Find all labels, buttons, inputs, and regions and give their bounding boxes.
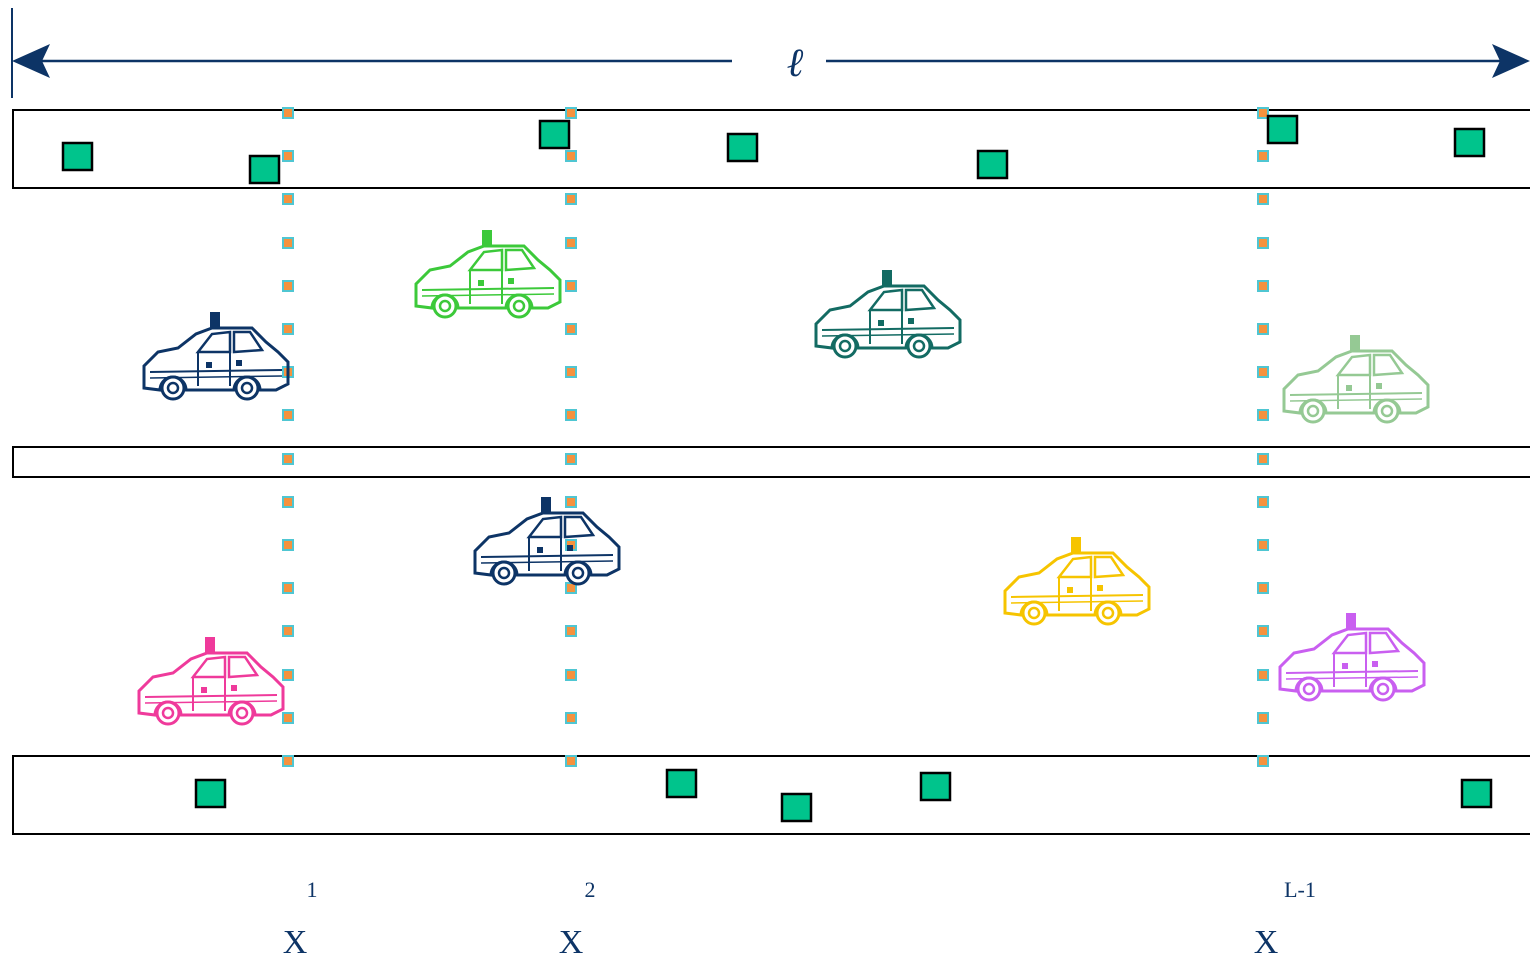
divider-dot	[565, 712, 577, 724]
roadside-unit-icon	[919, 771, 952, 802]
divider-dot	[282, 755, 294, 767]
divider-dot	[1257, 712, 1269, 724]
roadside-unit-icon	[1266, 114, 1299, 145]
divider-dot	[1257, 150, 1269, 162]
divider-dot	[565, 453, 577, 465]
divider-dot	[282, 323, 294, 335]
roadside-unit-icon	[61, 141, 94, 172]
divider-dot	[565, 755, 577, 767]
roadside-unit-icon	[780, 792, 813, 823]
divider-dot	[282, 539, 294, 551]
roadside-unit-icon	[248, 154, 281, 185]
divider-dot	[565, 323, 577, 335]
divider-x-label: X	[559, 924, 584, 957]
divider-dot	[1257, 107, 1269, 119]
divider-dot	[1257, 539, 1269, 551]
divider-dot	[282, 150, 294, 162]
taxi-car-icon	[414, 228, 562, 319]
divider-dot	[1257, 582, 1269, 594]
divider-index-label: L-1	[1284, 877, 1316, 902]
taxi-car-icon	[1278, 611, 1426, 702]
divider-dot	[282, 193, 294, 205]
roadside-units	[61, 114, 1493, 823]
divider-dot	[1257, 625, 1269, 637]
taxi-car-icon	[137, 635, 285, 726]
divider-dot	[1257, 366, 1269, 378]
divider-x-label: X	[1254, 924, 1279, 957]
divider-dot	[282, 409, 294, 421]
arrow-left-icon	[12, 44, 50, 78]
length-label: ℓ	[787, 40, 804, 86]
taxi-car-icon	[814, 268, 962, 359]
taxi-car-icon	[1282, 333, 1430, 424]
divider-dot	[565, 237, 577, 249]
divider-x-label: X	[283, 924, 308, 957]
divider-dot	[1257, 280, 1269, 292]
divider-dot	[565, 193, 577, 205]
divider-dot	[1257, 496, 1269, 508]
arrow-right-icon	[1492, 44, 1530, 78]
top-roadside-strip	[12, 109, 1530, 189]
divider-dot	[565, 669, 577, 681]
roadside-unit-icon	[194, 778, 227, 809]
divider-index-label: 1	[307, 877, 318, 902]
divider-dot	[565, 280, 577, 292]
divider-dot	[282, 669, 294, 681]
median-strip	[12, 446, 1530, 478]
divider-dot	[282, 496, 294, 508]
divider-dot	[282, 453, 294, 465]
divider-dot	[565, 625, 577, 637]
divider-lines	[282, 107, 1269, 767]
divider-dot	[1257, 755, 1269, 767]
divider-dot	[1257, 323, 1269, 335]
roadside-unit-icon	[726, 132, 759, 163]
length-dimension: ℓ	[11, 8, 1530, 98]
divider-dot	[1257, 453, 1269, 465]
divider-dot	[1257, 409, 1269, 421]
bottom-roadside-strip	[12, 755, 1530, 835]
roadside-unit-icon	[538, 119, 571, 150]
divider-dot	[282, 280, 294, 292]
roadside-unit-icon	[976, 149, 1009, 180]
taxi-car-icon	[473, 495, 621, 586]
divider-dot	[282, 237, 294, 249]
divider-dot	[282, 712, 294, 724]
divider-dot	[565, 409, 577, 421]
roadside-unit-icon	[665, 768, 698, 799]
taxi-car-icon	[142, 310, 290, 401]
divider-labels: 1 2 L-1 X X X	[283, 877, 1316, 957]
taxi-car-icon	[1003, 535, 1151, 626]
roadside-unit-icon	[1453, 127, 1486, 158]
divider-dot	[565, 366, 577, 378]
divider-dot	[282, 107, 294, 119]
roadside-unit-icon	[1460, 778, 1493, 809]
divider-dot	[1257, 193, 1269, 205]
divider-dot	[565, 107, 577, 119]
divider-dot	[282, 625, 294, 637]
divider-dot	[565, 150, 577, 162]
divider-dot	[1257, 669, 1269, 681]
divider-dot	[1257, 237, 1269, 249]
divider-index-label: 2	[585, 877, 596, 902]
divider-dot	[565, 496, 577, 508]
road-strips	[12, 109, 1530, 835]
divider-dot	[282, 582, 294, 594]
